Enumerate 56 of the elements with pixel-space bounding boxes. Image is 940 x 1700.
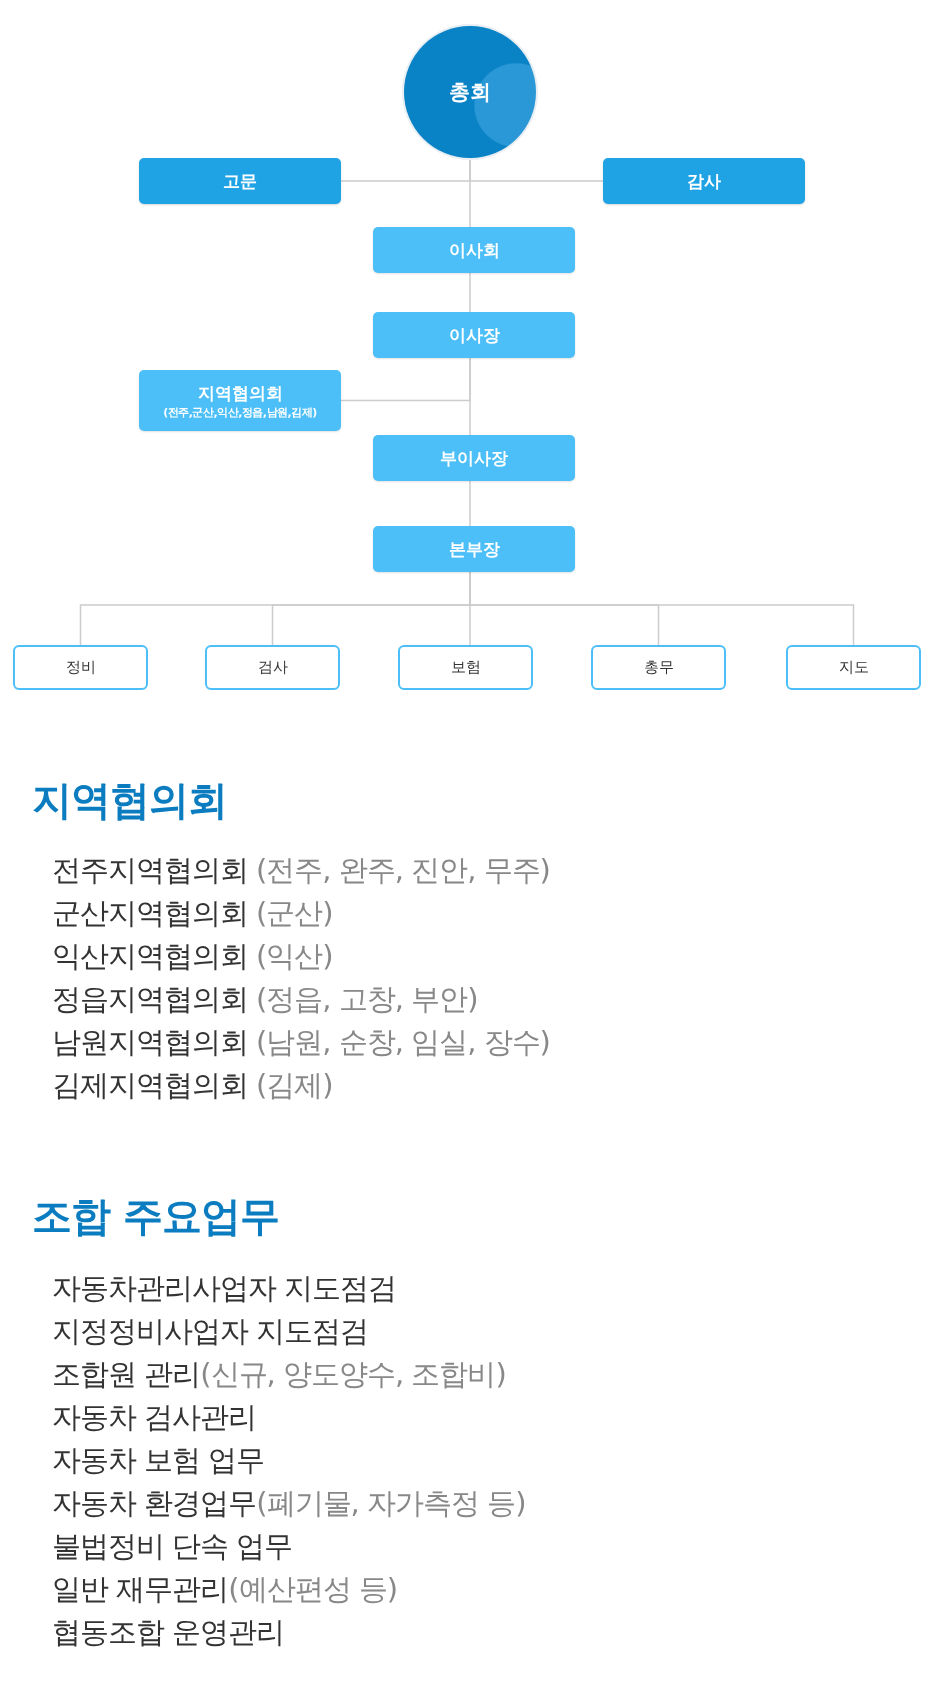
list-item: 정읍지역협의회 [52, 982, 248, 1016]
list-item: 전주지역협의회 [52, 853, 248, 887]
box-label: 지도 [838, 658, 869, 677]
box-label: 이사장 [448, 323, 500, 347]
section-heading: 지역협의회 [32, 776, 227, 824]
list-item: 조합원 관리 [52, 1357, 201, 1391]
box-label: 정비 [65, 658, 96, 677]
list-item: 일반 재무관리 [52, 1572, 229, 1606]
box-label: 부이사장 [440, 446, 508, 470]
department-box [398, 645, 533, 690]
box-label: 검사 [257, 658, 288, 677]
list-item-note: (신규, 양도양수, 조합비) [200, 1357, 506, 1391]
list-item-note: (익산) [256, 939, 333, 973]
list-item-note: (남원, 순창, 임실, 장수) [256, 1025, 550, 1059]
list-item: 불법정비 단속 업무 [52, 1529, 293, 1563]
box-label: 지역협의회 [197, 381, 283, 405]
department-box [13, 645, 148, 690]
list-item: 김제지역협의회 [52, 1068, 248, 1102]
box-label: 총무 [643, 658, 674, 677]
department-box [786, 645, 921, 690]
box-label: 총회 [449, 79, 491, 106]
list-item-note: (김제) [256, 1068, 333, 1102]
org-box [139, 370, 341, 431]
list-item: 지정정비사업자 지도점검 [52, 1314, 369, 1348]
list-item: 자동차 검사관리 [52, 1400, 257, 1434]
list-item: 남원지역협의회 [52, 1025, 248, 1059]
org-box [603, 158, 805, 204]
connector-line [469, 357, 471, 436]
connector-line [469, 272, 471, 313]
box-label: 보험 [450, 658, 481, 677]
list-item-note: (폐기물, 자가측정 등) [256, 1486, 526, 1520]
department-box [591, 645, 726, 690]
box-label: 이사회 [448, 238, 500, 262]
connector-line [469, 480, 471, 527]
list-item: 군산지역협의회 [52, 896, 248, 930]
section-heading: 조합 주요업무 [32, 1192, 279, 1240]
connector-line [469, 157, 471, 228]
list-item: 자동차관리사업자 지도점검 [52, 1271, 397, 1305]
list-item-note: (정읍, 고창, 부안) [256, 982, 478, 1016]
org-box [373, 227, 575, 273]
org-box [373, 435, 575, 481]
box-label: 본부장 [448, 537, 500, 561]
box-label: 고문 [223, 169, 257, 193]
list-item: 협동조합 운영관리 [52, 1615, 285, 1649]
box-subtitle: (전주,군산,익산,정읍,남원,김제) [163, 404, 317, 420]
list-item-note: (예산편성 등) [228, 1572, 398, 1606]
list-item: 자동차 보험 업무 [52, 1443, 265, 1477]
box-label: 감사 [687, 169, 721, 193]
list-item: 자동차 환경업무 [52, 1486, 257, 1520]
org-box [373, 312, 575, 358]
org-box [139, 158, 341, 204]
list-item-note: (전주, 완주, 진안, 무주) [256, 853, 550, 887]
list-item: 익산지역협의회 [52, 939, 248, 973]
list-item-note: (군산) [256, 896, 333, 930]
org-box [373, 526, 575, 572]
department-box [205, 645, 340, 690]
